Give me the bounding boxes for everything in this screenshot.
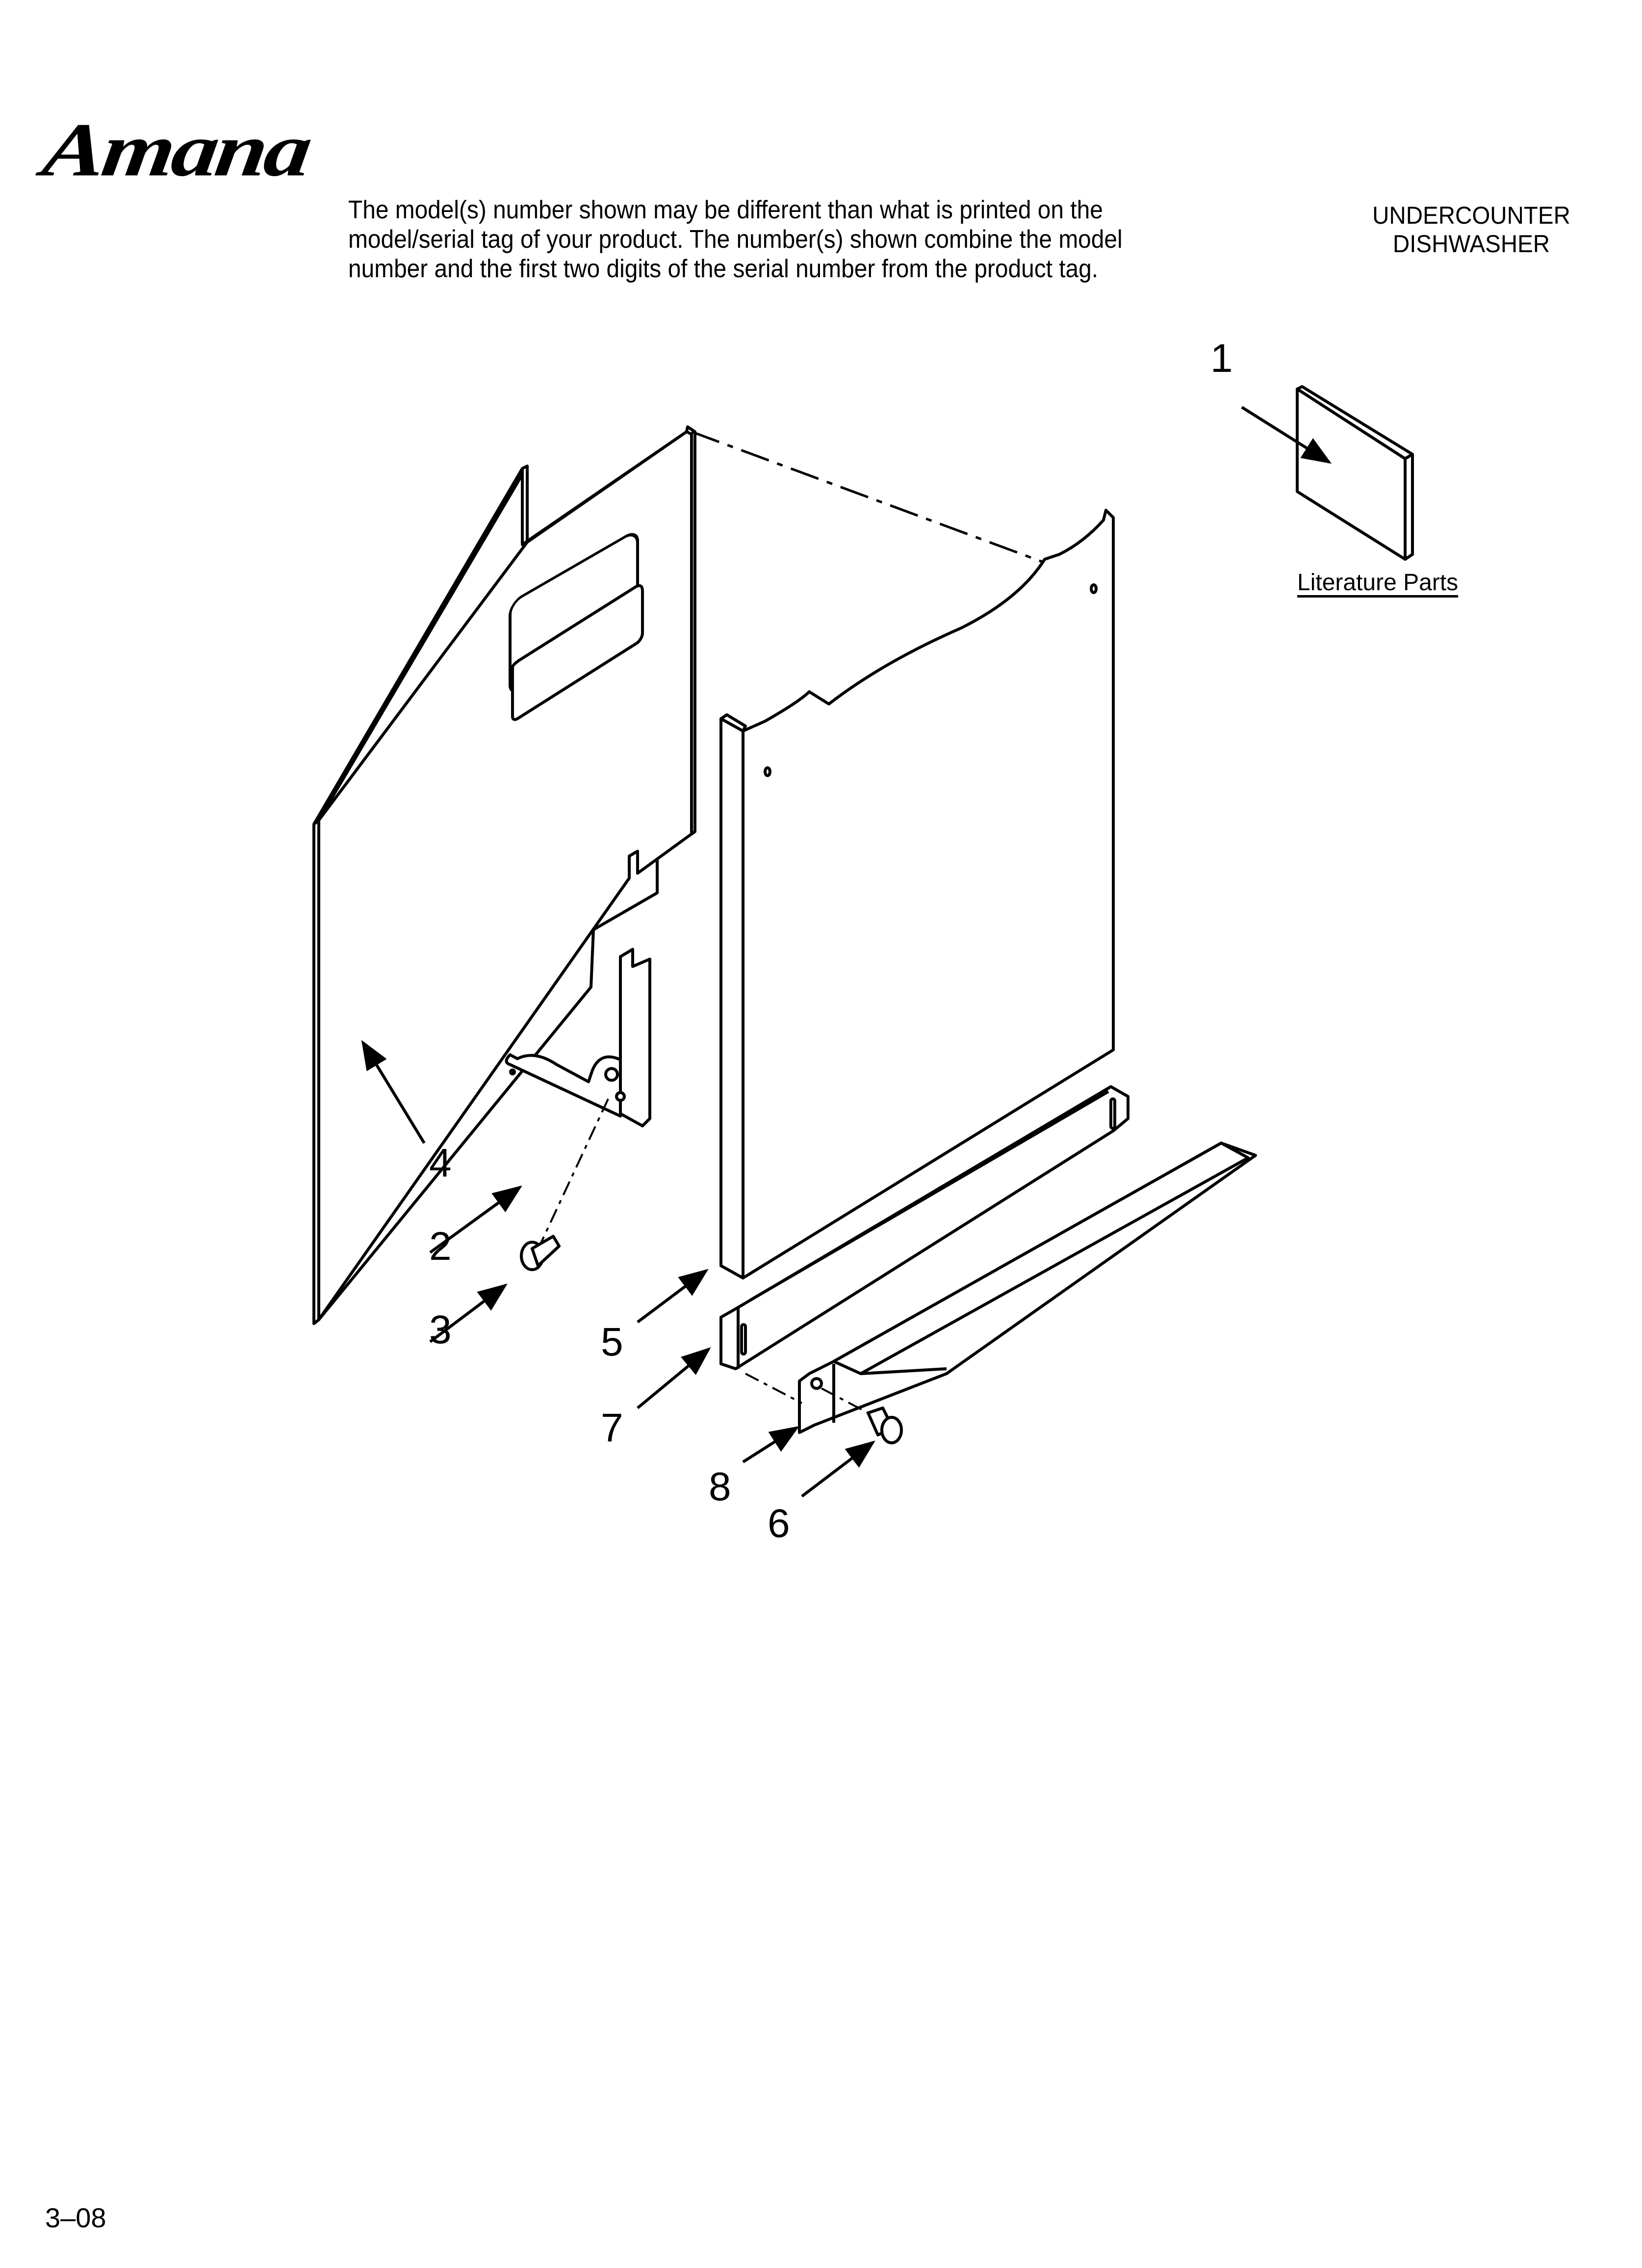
literature-booklet-icon [1296, 385, 1414, 561]
callout-1: 1 [1210, 336, 1233, 381]
literature-parts-label: Literature Parts [1297, 570, 1459, 596]
disclaimer-line: number and the first two digits of the s… [348, 255, 1098, 283]
callout-arrows [361, 406, 1332, 1498]
product-type-line: DISHWASHER [1392, 230, 1550, 258]
model-disclaimer: The model(s) number shown may be differe… [348, 195, 1123, 284]
callout-6: 6 [768, 1501, 790, 1546]
callout-7: 7 [601, 1406, 623, 1450]
kick-plate-icon [719, 1085, 1129, 1370]
callout-5: 5 [601, 1320, 623, 1364]
callout-2: 2 [429, 1224, 452, 1269]
screw-icon [520, 1235, 561, 1271]
product-type-line: UNDERCOUNTER [1372, 202, 1570, 229]
callout-8: 8 [709, 1464, 731, 1509]
page-code: 3–08 [45, 2202, 106, 2233]
product-type: UNDERCOUNTER DISHWASHER [1341, 201, 1602, 258]
disclaimer-line: model/serial tag of your product. The nu… [348, 225, 1123, 254]
side-panel-icon [719, 509, 1115, 1279]
callout-4: 4 [429, 1141, 452, 1185]
alignment-line [691, 430, 1043, 563]
hinge-bracket-icon [505, 948, 651, 1127]
screw-icon [867, 1407, 903, 1444]
toe-plate-bracket-icon [798, 1142, 1257, 1434]
disclaimer-line: The model(s) number shown may be differe… [348, 196, 1103, 224]
insulation-panel-icon [312, 425, 696, 1325]
callout-3: 3 [429, 1307, 452, 1352]
